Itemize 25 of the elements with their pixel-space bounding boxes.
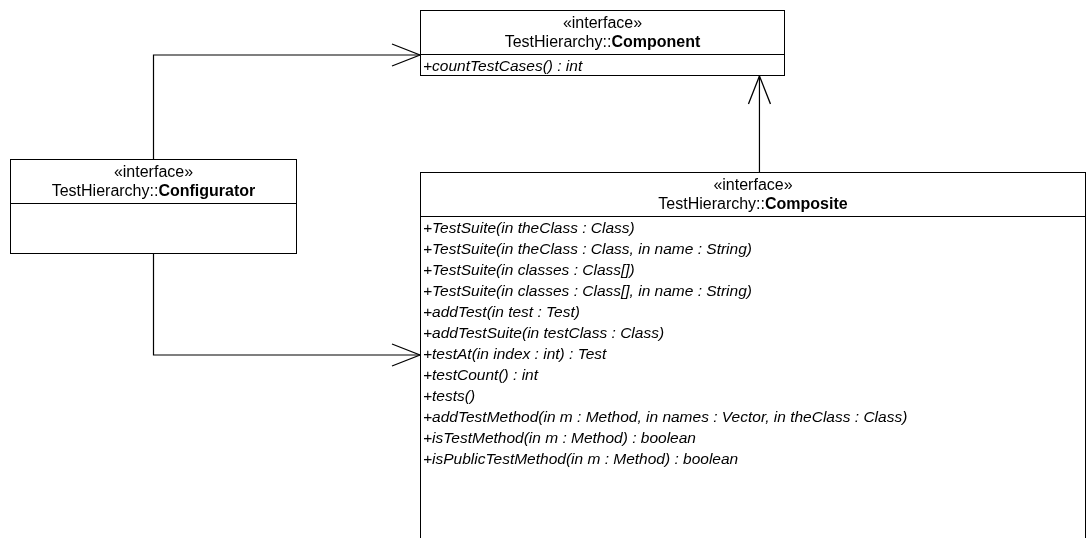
operation-text: +addTest(in test : Test) [423,302,580,322]
stereotype-label: «interface» [562,13,643,32]
operation-text: +addTestMethod(in m : Method, in names : Vector, in theClass : Class) [423,407,908,427]
operation-text: +isPublicTestMethod(in m : Method) : boolean [423,449,739,469]
stereotype-label: «interface» [113,162,194,181]
operation-text: +tests() [423,386,476,406]
operation-text: +isTestMethod(in m : Method) : boolean [423,428,696,448]
operation-text: +TestSuite(in classes : Class[]) [423,260,635,280]
class-name: TestHierarchy::Component [504,32,701,51]
operation-text: +testCount() : int [423,365,538,385]
operation-text: +addTestSuite(in testClass : Class) [423,323,665,343]
operation-text: +TestSuite(in theClass : Class, in name : String) [423,239,752,259]
arrow [152,43,421,160]
class-box [420,10,785,76]
stereotype-label: «interface» [713,175,793,194]
arrow [747,75,772,173]
operation-text: +TestSuite(in classes : Class[], in name : String) [423,281,752,301]
arrow [152,253,421,367]
class-name: TestHierarchy::Configurator [51,181,256,200]
class-box [10,159,297,254]
operation-text: +TestSuite(in theClass : Class) [423,218,635,238]
class-box [420,172,1086,538]
operation-text: +testAt(in index : int) : Test [423,344,607,364]
class-name: TestHierarchy::Composite [658,194,848,213]
operation-text: +countTestCases() : int [423,56,583,75]
